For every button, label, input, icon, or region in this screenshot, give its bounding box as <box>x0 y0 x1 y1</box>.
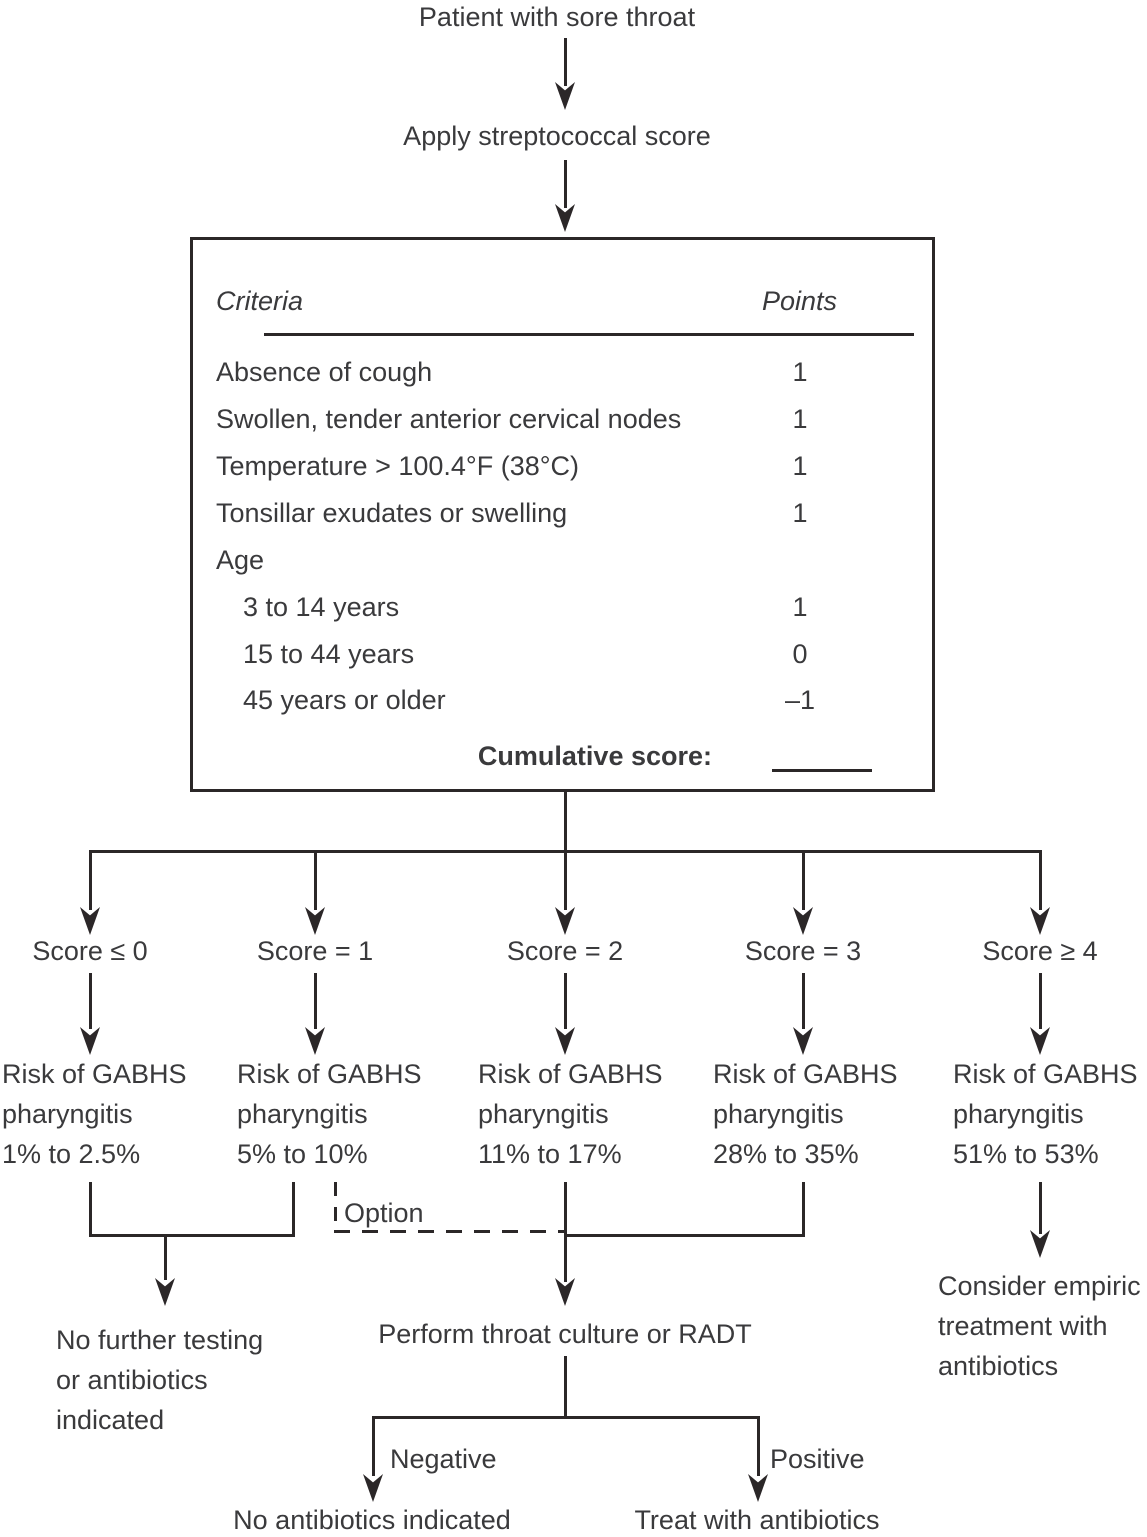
negative-branch-label: Negative <box>390 1444 497 1474</box>
arrow-down-icon <box>1030 1230 1050 1258</box>
connector-line <box>802 852 805 910</box>
arrow-down-icon <box>555 907 575 935</box>
connector-line <box>89 973 92 1029</box>
connector-line <box>564 1356 567 1418</box>
node-perform-culture: Perform throat culture or RADT <box>378 1319 752 1349</box>
option-dashed-line <box>334 1230 565 1233</box>
table-header-rule <box>264 333 914 336</box>
node-risk-score-3: Risk of GABHS pharyngitis 28% to 35% <box>713 1059 898 1169</box>
arrow-down-icon <box>748 1474 768 1502</box>
table-row-label: Absence of cough <box>216 357 433 387</box>
node-treat-antibiotics: Treat with antibiotics <box>634 1505 880 1535</box>
table-row-points: 0 <box>792 639 808 669</box>
merge-bar <box>89 1234 295 1237</box>
node-no-further-testing: No further testing or antibiotics indica… <box>56 1325 264 1435</box>
connector-line <box>314 852 317 910</box>
connector-line <box>164 1234 167 1280</box>
table-row-points: –1 <box>784 685 816 715</box>
arrow-down-icon <box>555 1027 575 1055</box>
connector-line <box>1039 973 1042 1029</box>
table-row-points: 1 <box>792 592 808 622</box>
connector-line <box>802 973 805 1029</box>
arrow-down-icon <box>305 907 325 935</box>
arrow-down-icon <box>80 907 100 935</box>
node-risk-score-1: Risk of GABHS pharyngitis 5% to 10% <box>237 1059 422 1169</box>
table-row-points: 1 <box>792 498 808 528</box>
table-header-points: Points <box>762 286 838 316</box>
arrow-line <box>564 160 567 208</box>
arrow-down-icon <box>305 1027 325 1055</box>
cumulative-score-blank <box>772 769 872 772</box>
arrow-down-icon <box>555 1278 575 1306</box>
branch-bar <box>89 850 1042 853</box>
arrow-down-icon <box>80 1027 100 1055</box>
connector-line <box>1039 1182 1042 1234</box>
node-patient-sore-throat: Patient with sore throat <box>418 2 696 32</box>
arrow-down-icon <box>793 907 813 935</box>
arrow-line <box>564 38 567 86</box>
table-row-points: 1 <box>792 357 808 387</box>
connector-line <box>802 1182 805 1236</box>
connector-line <box>1039 852 1042 910</box>
node-score-le-0: Score ≤ 0 <box>32 936 148 966</box>
arrow-down-icon <box>363 1474 383 1502</box>
arrow-down-icon <box>555 82 575 110</box>
criteria-table-box <box>190 237 935 792</box>
connector-line <box>564 1182 567 1282</box>
node-risk-score-le-0: Risk of GABHS pharyngitis 1% to 2.5% <box>2 1059 187 1169</box>
arrow-down-icon <box>793 1027 813 1055</box>
cumulative-score-label: Cumulative score: <box>477 741 712 771</box>
node-score-1: Score = 1 <box>256 936 374 966</box>
connector-line <box>314 973 317 1029</box>
connector-line <box>564 792 567 852</box>
positive-branch-label: Positive <box>770 1444 865 1474</box>
table-row-label: Temperature > 100.4°F (38°C) <box>216 451 580 481</box>
node-risk-score-ge-4: Risk of GABHS pharyngitis 51% to 53% <box>953 1059 1138 1169</box>
table-row-points: 1 <box>792 451 808 481</box>
node-score-2: Score = 2 <box>506 936 624 966</box>
node-score-3: Score = 3 <box>744 936 862 966</box>
node-score-ge-4: Score ≥ 4 <box>982 936 1098 966</box>
node-apply-score: Apply streptococcal score <box>403 121 711 151</box>
table-row-label-indent: 15 to 44 years <box>243 639 415 669</box>
connector-line <box>89 1182 92 1236</box>
node-risk-score-2: Risk of GABHS pharyngitis 11% to 17% <box>478 1059 663 1169</box>
arrow-down-icon <box>1030 1027 1050 1055</box>
connector-line <box>564 973 567 1029</box>
connector-line <box>372 1418 375 1476</box>
table-row-label-indent: 45 years or older <box>243 685 446 715</box>
arrow-down-icon <box>555 204 575 232</box>
connector-line <box>292 1182 295 1236</box>
connector-line <box>89 852 92 910</box>
arrow-down-icon <box>1030 907 1050 935</box>
table-header-criteria: Criteria <box>216 286 304 316</box>
node-empiric-treatment: Consider empiric treatment with antibiot… <box>938 1271 1141 1381</box>
node-no-antibiotics: No antibiotics indicated <box>233 1505 511 1535</box>
table-row-label: Tonsillar exudates or swelling <box>216 498 568 528</box>
merge-bar <box>564 1234 805 1237</box>
table-row-label: Swollen, tender anterior cervical nodes <box>216 404 682 434</box>
connector-line <box>757 1418 760 1476</box>
connector-line <box>564 852 567 910</box>
arrow-down-icon <box>155 1278 175 1306</box>
option-label: Option <box>344 1198 424 1228</box>
table-row-label: Age <box>216 545 265 575</box>
table-row-label-indent: 3 to 14 years <box>243 592 400 622</box>
result-branch-bar <box>372 1416 760 1419</box>
option-dashed-line <box>334 1182 337 1232</box>
table-row-points: 1 <box>792 404 808 434</box>
